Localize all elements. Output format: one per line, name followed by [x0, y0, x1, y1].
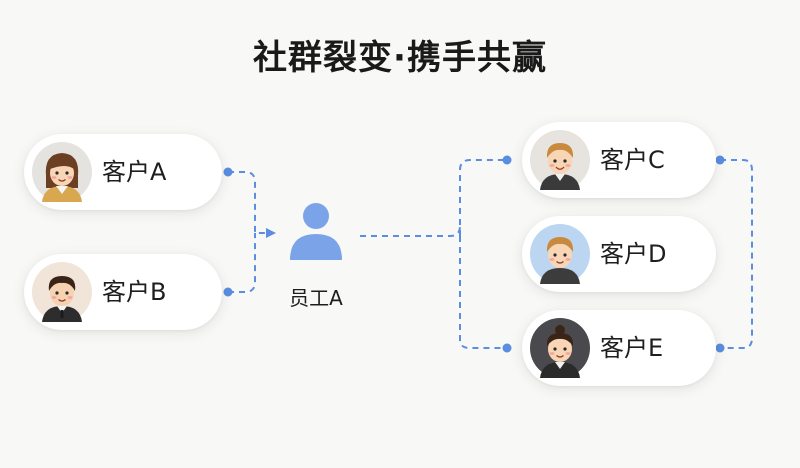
link-branch-to-c [459, 159, 507, 236]
connector-dot [502, 343, 512, 353]
customer-card-b[interactable]: 客户B [24, 254, 222, 330]
arrow-head-icon [266, 228, 276, 238]
avatar [32, 262, 92, 322]
avatar [530, 130, 590, 190]
avatar [530, 318, 590, 378]
customer-card-d[interactable]: 客户D [522, 216, 716, 292]
customer-label: 客户B [102, 278, 167, 306]
customer-card-a[interactable]: 客户A [24, 134, 222, 210]
link-b-to-employee [228, 233, 256, 293]
avatar [530, 224, 590, 284]
employee-label: 员工A [289, 286, 343, 310]
connector-dot [502, 155, 512, 165]
link-branch-to-e [459, 236, 507, 349]
customer-card-c[interactable]: 客户C [522, 122, 716, 198]
customer-label: 客户A [102, 158, 167, 186]
diagram-title: 社群裂变·携手共赢 [253, 38, 547, 78]
connector-dot [715, 155, 725, 165]
link-c-to-e-right [720, 159, 753, 349]
connector-dot [223, 287, 233, 297]
connector-dot [223, 167, 233, 177]
link-employee-to-branch [360, 225, 461, 237]
link-a-to-employee [228, 171, 268, 234]
customer-label: 客户C [600, 146, 665, 174]
customer-card-e[interactable]: 客户E [522, 310, 716, 386]
avatar [32, 142, 92, 202]
employee-user-icon [290, 203, 342, 260]
connector-dot [715, 343, 725, 353]
customer-label: 客户E [600, 334, 664, 362]
customer-label: 客户D [600, 240, 667, 268]
